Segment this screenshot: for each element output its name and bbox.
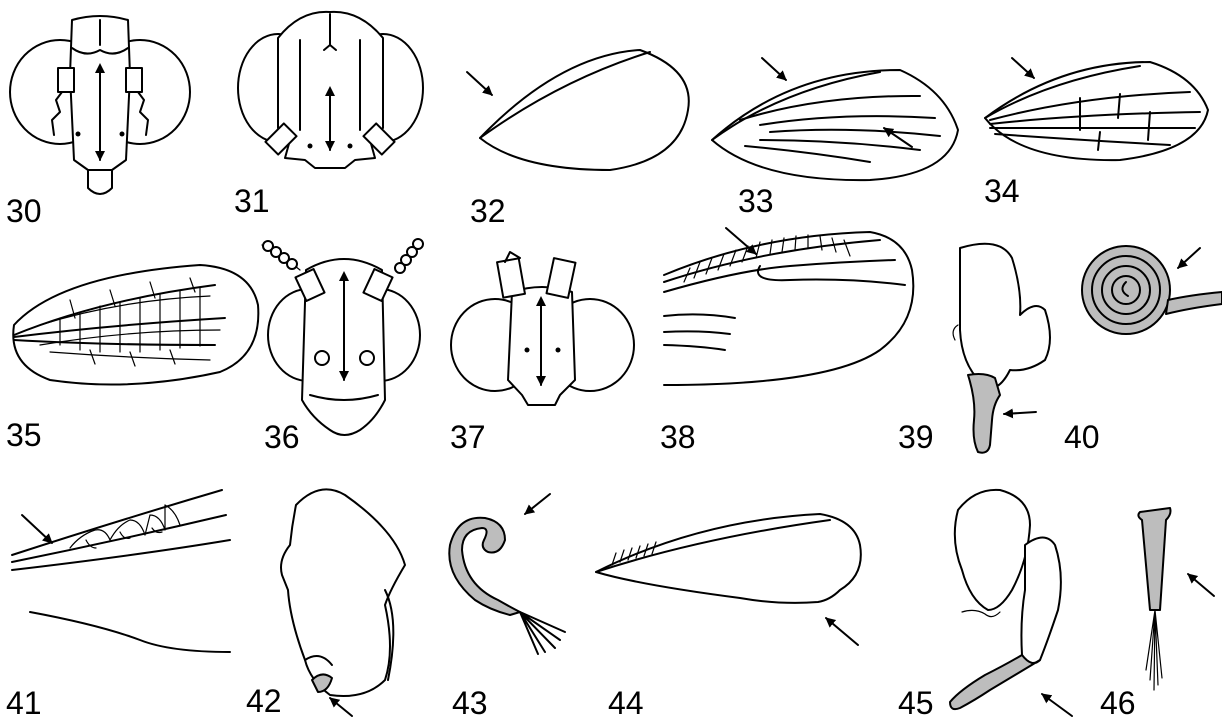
figure-label: 42 bbox=[246, 683, 282, 718]
figure-41-wing-fragment bbox=[12, 490, 230, 652]
figure-label: 45 bbox=[898, 685, 934, 718]
figure-label: 34 bbox=[984, 173, 1020, 209]
figure-35-wing-reticulate bbox=[13, 265, 258, 385]
figure-31-head-frontal bbox=[238, 12, 423, 168]
figure-37-head-frontal bbox=[451, 252, 634, 405]
figure-43-curled-structure bbox=[449, 494, 565, 654]
figure-label: 31 bbox=[234, 183, 270, 219]
figure-36-head-frontal bbox=[262, 239, 423, 435]
figure-label: 38 bbox=[660, 419, 696, 455]
figure-label: 43 bbox=[452, 685, 488, 718]
figure-label: 30 bbox=[6, 193, 42, 229]
figure-label: 35 bbox=[6, 417, 42, 453]
figure-30-head-frontal bbox=[10, 16, 190, 194]
figure-label: 32 bbox=[470, 193, 506, 229]
figure-label: 39 bbox=[898, 419, 934, 455]
figure-42-structure bbox=[281, 489, 405, 716]
figure-label: 33 bbox=[738, 183, 774, 219]
figure-45-structure bbox=[950, 490, 1072, 716]
figure-44-wing bbox=[596, 514, 861, 645]
figure-label: 37 bbox=[450, 419, 486, 455]
figure-33-wing bbox=[712, 58, 958, 180]
figure-label: 41 bbox=[6, 685, 42, 718]
figure-32-wing bbox=[467, 50, 689, 170]
figure-40-spiral bbox=[1082, 246, 1222, 334]
figure-label: 44 bbox=[608, 685, 644, 718]
figure-label: 36 bbox=[264, 419, 300, 455]
figure-39-structure bbox=[953, 244, 1050, 453]
figure-label: 46 bbox=[1100, 685, 1136, 718]
figure-46-brush-structure bbox=[1138, 508, 1214, 690]
figure-34-wing bbox=[985, 58, 1208, 160]
figure-label: 40 bbox=[1064, 419, 1100, 455]
figure-38-wing bbox=[664, 228, 913, 385]
